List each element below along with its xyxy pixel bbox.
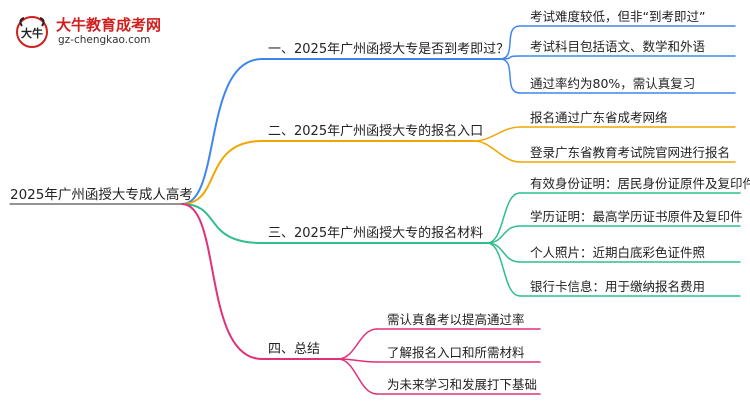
leaf-connector-2-1 — [473, 126, 521, 142]
leaf-connector-3-2 — [486, 225, 521, 244]
leaf-3-3: 个人照片：近期白底彩色证件照 — [530, 245, 706, 260]
leaf-4-2: 了解报名入口和所需材料 — [387, 345, 525, 360]
leaf-1-3: 通过率约为80%，需认真复习 — [530, 76, 696, 91]
branch-connector-3 — [181, 203, 263, 244]
root-node-label: 2025年广州函授大专成人高考 — [10, 187, 193, 203]
branch-connector-4 — [181, 203, 263, 360]
leaf-3-4: 银行卡信息：用于缴纳报名费用 — [530, 279, 706, 294]
logo-site-name: 大牛教育成考网 — [56, 16, 162, 34]
branch-1-title: 一、2025年广州函授大专是否到考即过？ — [268, 42, 510, 57]
leaf-1-1: 考试难度较低，但非“到考即过” — [530, 9, 706, 24]
leaf-2-2: 登录广东省教育考试院官网进行报名 — [530, 145, 731, 160]
leaf-connector-2-2 — [473, 140, 521, 163]
branch-connector-2 — [181, 140, 263, 205]
leaf-connector-4-1 — [337, 328, 378, 360]
branch-connector-1 — [181, 58, 263, 205]
leaf-3-1: 有效身份证明：居民身份证原件及复印件 — [530, 176, 750, 191]
logo-site-url: gz-chengkao.com — [58, 34, 151, 46]
leaf-1-2: 考试科目包括语文、数学和外语 — [530, 39, 706, 54]
logo-mark-text: 大牛 — [21, 26, 43, 40]
leaf-connector-3-3 — [486, 242, 521, 263]
leaf-4-3: 为未来学习和发展打下基础 — [387, 377, 538, 392]
bull-logo-icon: 大牛 — [16, 16, 48, 48]
branch-3-title: 三、2025年广州函授大专的报名材料 — [268, 226, 484, 241]
branch-4-title: 四、总结 — [268, 342, 321, 357]
leaf-2-1: 报名通过广东省成考网络 — [530, 110, 668, 125]
leaf-4-1: 需认真备考以提高通过率 — [387, 312, 525, 327]
leaf-connector-3-4 — [486, 242, 521, 297]
leaf-connector-4-3 — [337, 358, 378, 395]
leaf-connector-1-3 — [499, 58, 521, 94]
leaf-3-2: 学历证明：最高学历证书原件及复印件 — [530, 209, 743, 224]
branch-2-title: 二、2025年广州函授大专的报名入口 — [268, 124, 484, 139]
leaf-connector-1-1 — [499, 25, 521, 60]
site-logo[interactable]: 大牛 大牛教育成考网 gz-chengkao.com — [8, 10, 218, 54]
leaf-connector-3-1 — [486, 192, 521, 244]
